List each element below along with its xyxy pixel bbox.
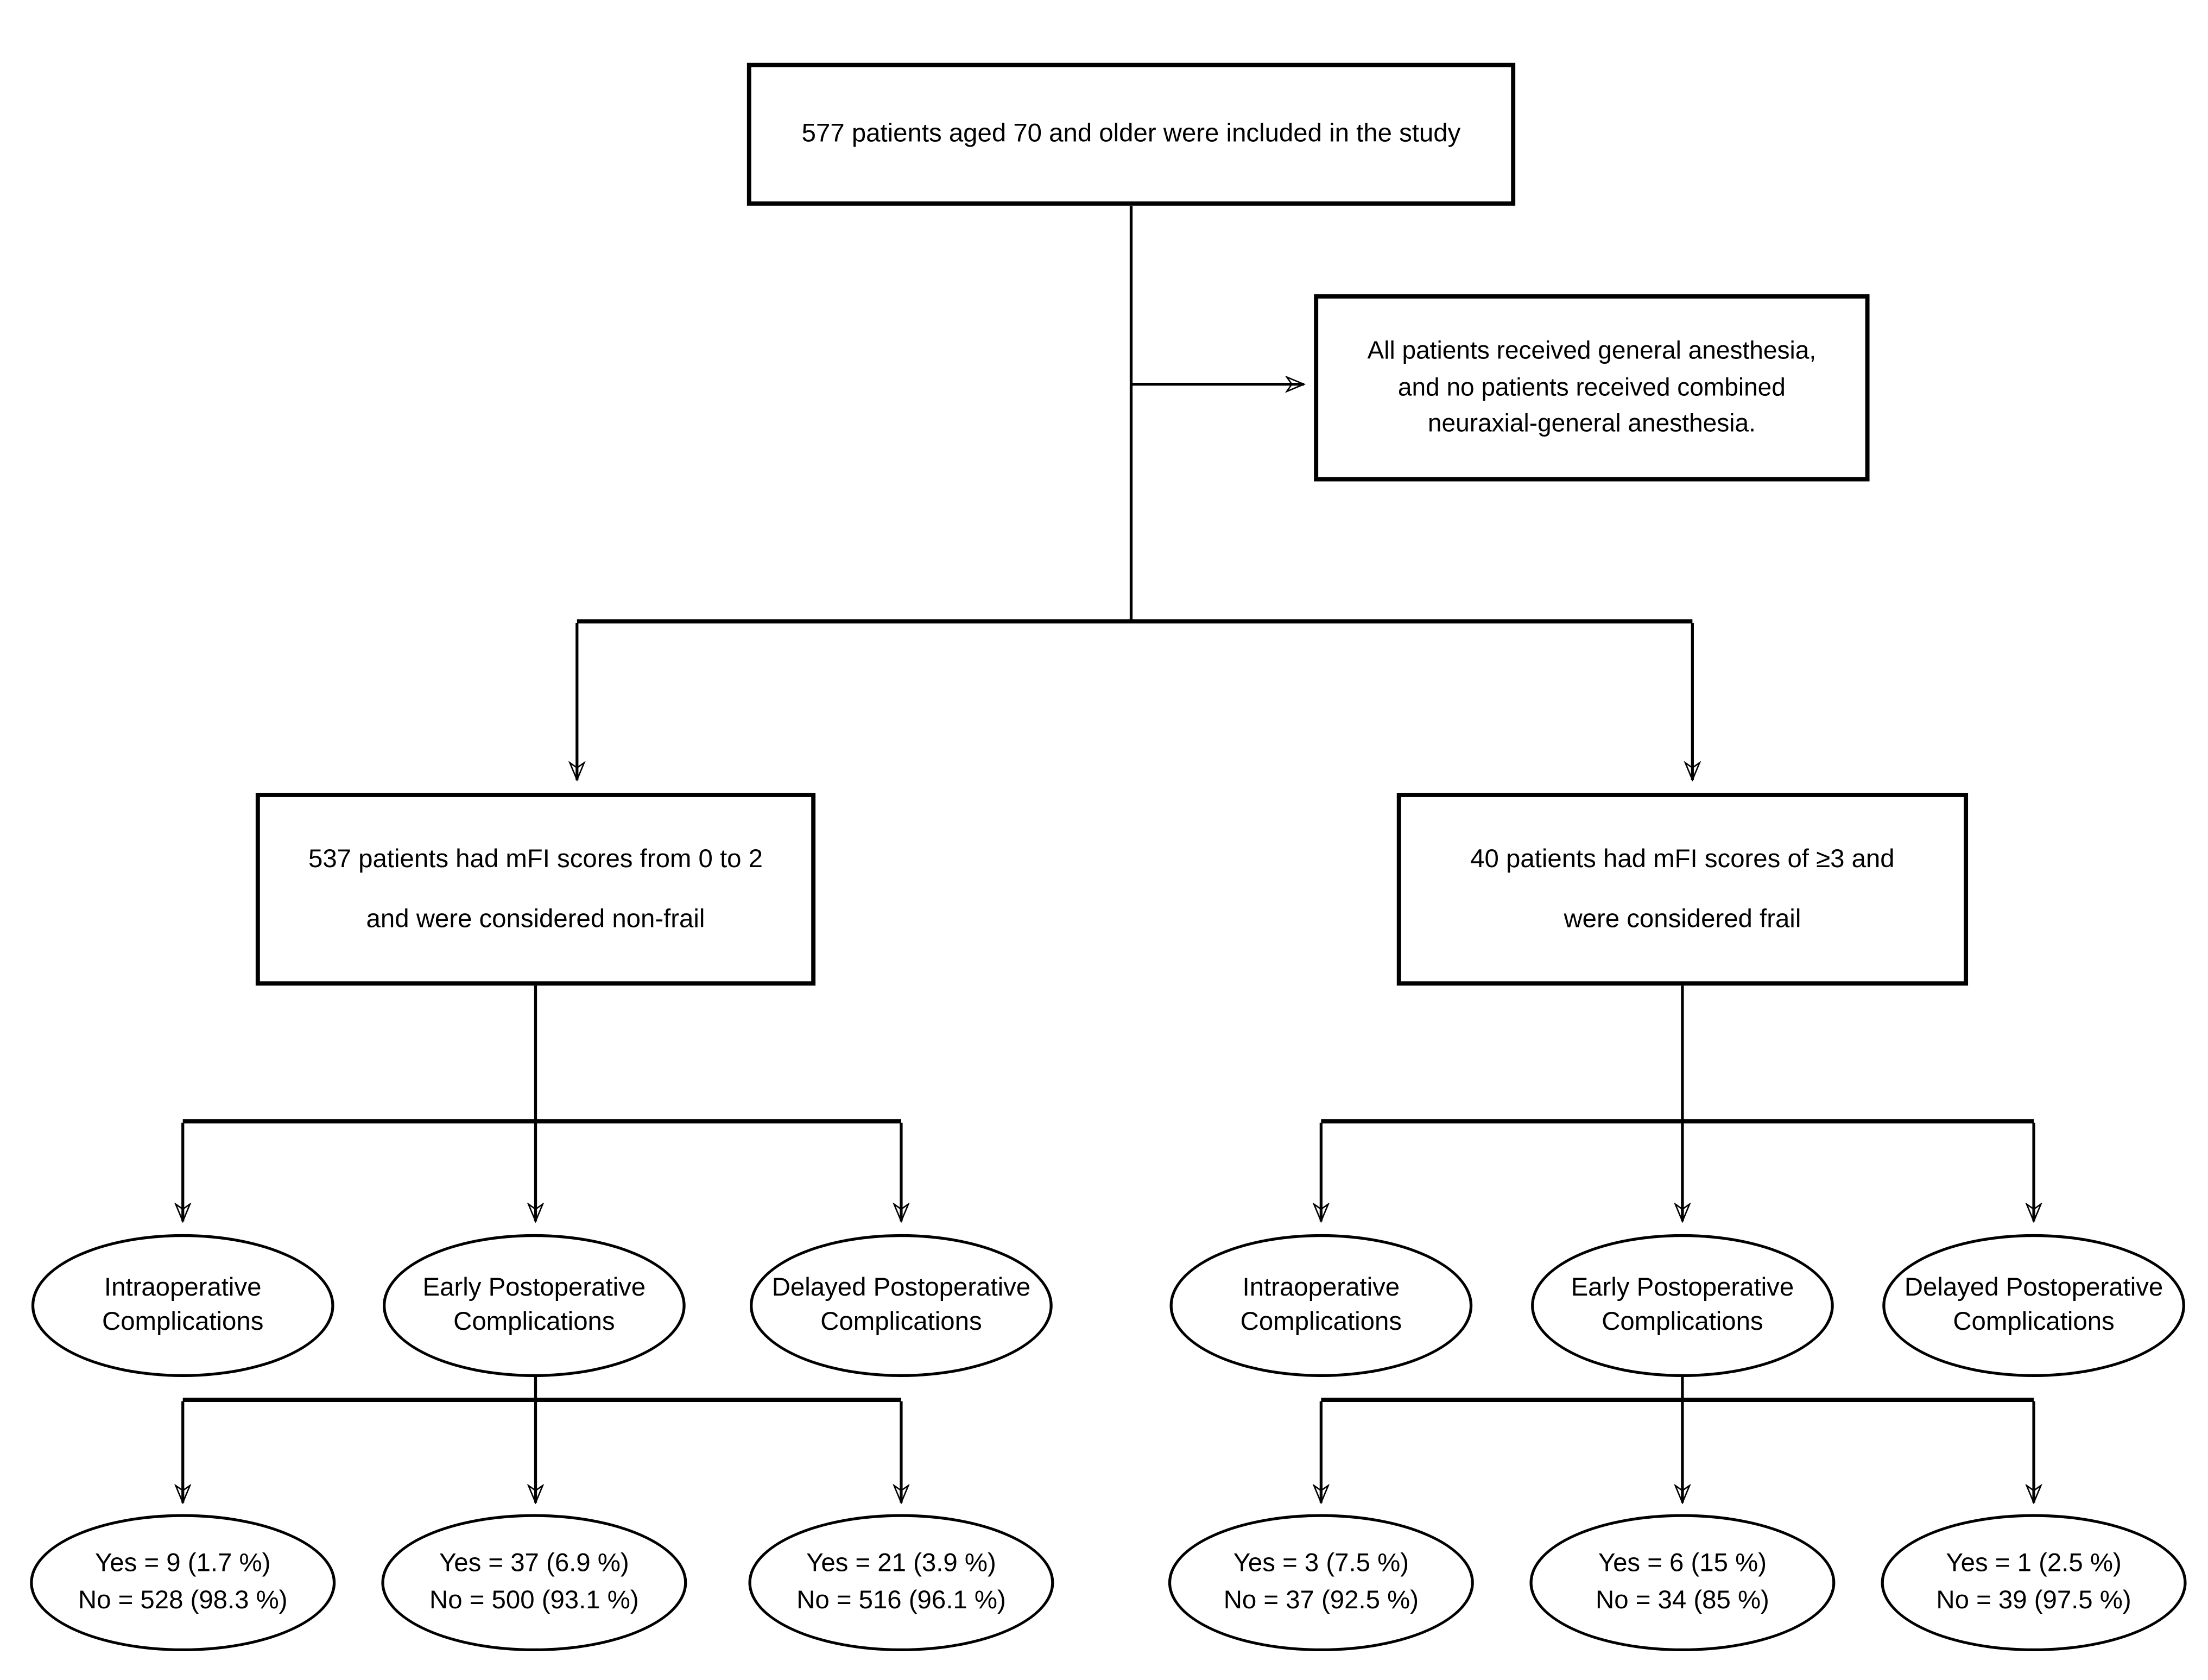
category-label-line: Complications <box>102 1307 264 1336</box>
result-yes-line: Yes = 3 (7.5 %) <box>1233 1549 1409 1578</box>
frail-early-postoperative-ellipse: Early Postoperative Complications <box>1531 1234 1834 1377</box>
non-frail-box-line: 537 patients had mFI scores from 0 to 2 <box>308 843 763 873</box>
anesthesia-note-box: All patients received general anesthesia… <box>1314 294 1870 482</box>
non-frail-box-line: and were considered non-frail <box>366 904 705 933</box>
non-frail-box: 537 patients had mFI scores from 0 to 2 … <box>255 793 816 986</box>
non-frail-intraoperative-ellipse: Intraoperative Complications <box>31 1234 334 1377</box>
category-label-line: Complications <box>1602 1307 1763 1336</box>
frail-delayed-postoperative-ellipse: Delayed Postoperative Complications <box>1882 1234 2185 1377</box>
category-label-line: Complications <box>1953 1307 2115 1336</box>
category-label-line: Complications <box>820 1307 982 1336</box>
result-no-line: No = 500 (93.1 %) <box>429 1586 639 1614</box>
total-patients-box: 577 patients aged 70 and older were incl… <box>746 62 1516 206</box>
result-no-line: No = 39 (97.5 %) <box>1936 1586 2131 1614</box>
non-frail-early-postoperative-ellipse: Early Postoperative Complications <box>383 1234 686 1377</box>
category-label-line: Delayed Postoperative <box>771 1273 1031 1302</box>
non-frail-delayed-postoperative-ellipse: Delayed Postoperative Complications <box>750 1234 1053 1377</box>
category-label-line: Early Postoperative <box>422 1273 646 1302</box>
result-yes-line: Yes = 21 (3.9 %) <box>806 1549 996 1578</box>
frail-delayed-postoperative-result-ellipse: Yes = 1 (2.5 %) No = 39 (97.5 %) <box>1881 1514 2187 1652</box>
frail-intraoperative-result-ellipse: Yes = 3 (7.5 %) No = 37 (92.5 %) <box>1168 1514 1474 1652</box>
category-label-line: Intraoperative <box>1242 1273 1400 1302</box>
result-yes-line: Yes = 9 (1.7 %) <box>95 1549 271 1578</box>
result-no-line: No = 37 (92.5 %) <box>1223 1586 1419 1614</box>
category-label-line: Delayed Postoperative <box>1904 1273 2163 1302</box>
anesthesia-note-line: neuraxial-general anesthesia. <box>1427 408 1756 438</box>
frail-box: 40 patients had mFI scores of ≥3 and wer… <box>1396 793 1969 986</box>
result-no-line: No = 528 (98.3 %) <box>78 1586 288 1614</box>
non-frail-intraoperative-result-ellipse: Yes = 9 (1.7 %) No = 528 (98.3 %) <box>30 1514 336 1652</box>
non-frail-delayed-postoperative-result-ellipse: Yes = 21 (3.9 %) No = 516 (96.1 %) <box>748 1514 1054 1652</box>
result-yes-line: Yes = 37 (6.9 %) <box>439 1549 629 1578</box>
non-frail-early-postoperative-result-ellipse: Yes = 37 (6.9 %) No = 500 (93.1 %) <box>381 1514 687 1652</box>
total-patients-text: 577 patients aged 70 and older were incl… <box>801 119 1461 148</box>
category-label-line: Intraoperative <box>104 1273 262 1302</box>
frail-early-postoperative-result-ellipse: Yes = 6 (15 %) No = 34 (85 %) <box>1529 1514 1836 1652</box>
result-yes-line: Yes = 6 (15 %) <box>1598 1549 1767 1578</box>
frail-box-line: 40 patients had mFI scores of ≥3 and <box>1470 843 1895 873</box>
result-no-line: No = 516 (96.1 %) <box>796 1586 1006 1614</box>
category-label-line: Complications <box>1240 1307 1402 1336</box>
anesthesia-note-line: and no patients received combined <box>1397 372 1786 401</box>
category-label-line: Early Postoperative <box>1571 1273 1794 1302</box>
category-label-line: Complications <box>453 1307 615 1336</box>
result-yes-line: Yes = 1 (2.5 %) <box>1946 1549 2122 1578</box>
frail-box-line: were considered frail <box>1564 904 1801 933</box>
frail-intraoperative-ellipse: Intraoperative Complications <box>1169 1234 1473 1377</box>
anesthesia-note-line: All patients received general anesthesia… <box>1367 336 1817 365</box>
result-no-line: No = 34 (85 %) <box>1596 1586 1769 1614</box>
